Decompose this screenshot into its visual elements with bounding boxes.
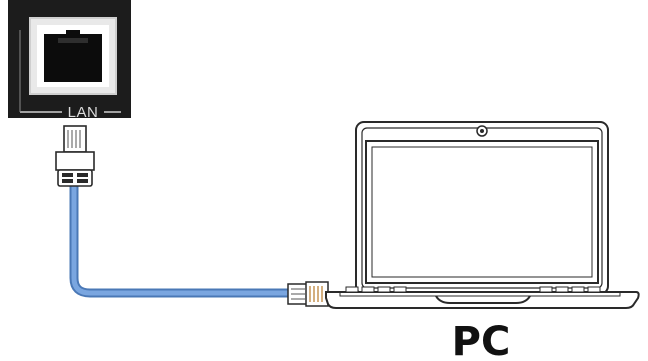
pc-label: PC	[452, 319, 511, 361]
lan-label: LAN	[68, 104, 99, 121]
network-cable	[74, 186, 292, 293]
ethernet-port-icon	[30, 18, 116, 94]
rj45-plug-icon	[56, 126, 94, 186]
lan-port-panel: LAN	[8, 0, 131, 121]
laptop-plug-icon	[288, 282, 328, 306]
laptop-icon	[326, 122, 639, 308]
